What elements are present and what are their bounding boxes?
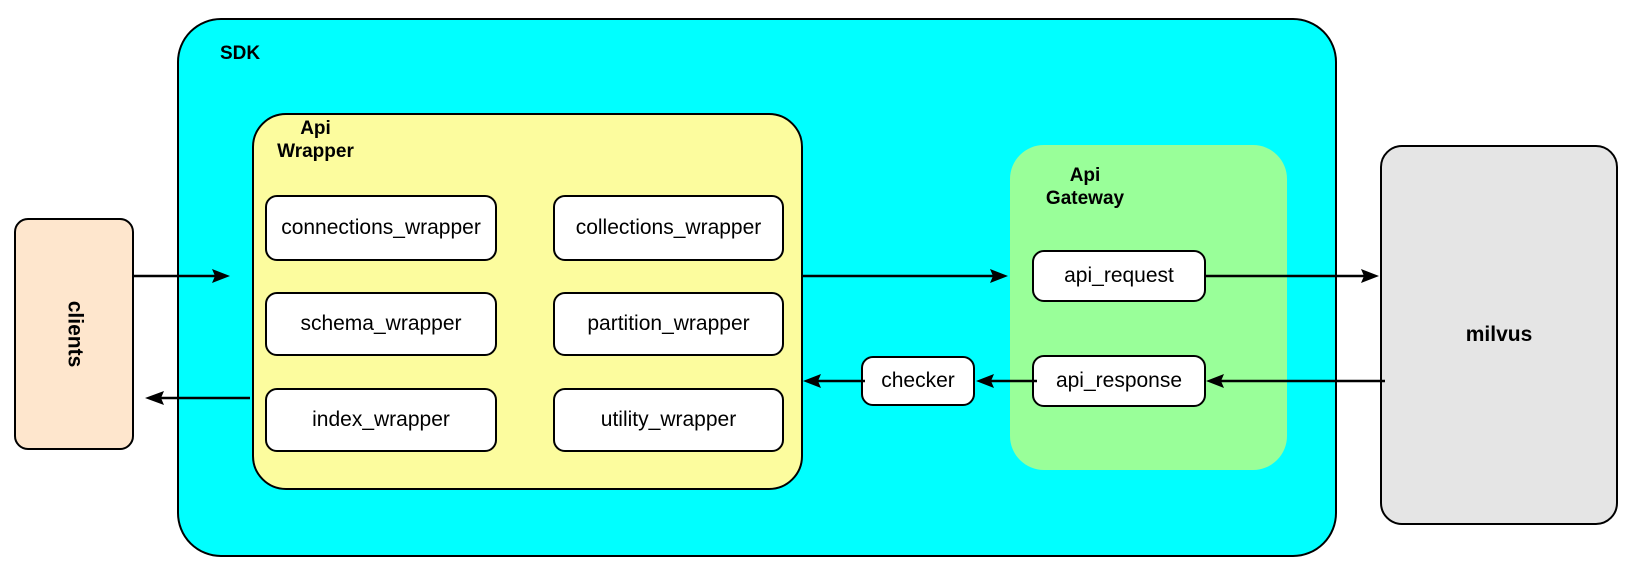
module-utility-wrapper[interactable]: utility_wrapper <box>553 388 784 452</box>
module-partition-wrapper[interactable]: partition_wrapper <box>553 292 784 356</box>
sdk-label: SDK <box>220 43 261 64</box>
module-label: partition_wrapper <box>587 312 750 335</box>
module-connections-wrapper[interactable]: connections_wrapper <box>265 195 497 261</box>
module-collections-wrapper[interactable]: collections_wrapper <box>553 195 784 261</box>
api-gateway-container <box>1010 145 1287 470</box>
connector-clients-to-wrapper <box>134 269 230 283</box>
clients-label: clients <box>63 300 86 368</box>
module-index-wrapper[interactable]: index_wrapper <box>265 388 497 452</box>
clients-box[interactable]: clients <box>14 218 134 450</box>
checker-label: checker <box>881 369 955 392</box>
module-label: collections_wrapper <box>575 216 762 239</box>
module-label: utility_wrapper <box>600 408 737 431</box>
module-label: index_wrapper <box>312 408 450 431</box>
module-label: api_request <box>1064 264 1174 287</box>
milvus-label: milvus <box>1465 323 1533 346</box>
module-label: api_response <box>1055 369 1183 392</box>
module-label: connections_wrapper <box>281 216 481 239</box>
connector-request-to-milvus <box>1206 269 1379 283</box>
module-api-response[interactable]: api_response <box>1032 355 1206 407</box>
module-api-request[interactable]: api_request <box>1032 250 1206 302</box>
module-schema-wrapper[interactable]: schema_wrapper <box>265 292 497 356</box>
module-label: schema_wrapper <box>300 312 462 335</box>
connector-wrapper-to-clients <box>145 391 250 405</box>
api-gateway-label: Api Gateway <box>1045 165 1125 210</box>
connector-checker-to-wrapper <box>803 374 865 388</box>
connector-milvus-to-response <box>1206 374 1385 388</box>
connector-response-to-checker <box>976 374 1037 388</box>
api-wrapper-label: Api Wrapper <box>277 118 354 163</box>
checker-box[interactable]: checker <box>861 356 975 406</box>
connector-wrapper-to-gateway <box>803 269 1008 283</box>
milvus-box[interactable]: milvus <box>1380 145 1618 525</box>
